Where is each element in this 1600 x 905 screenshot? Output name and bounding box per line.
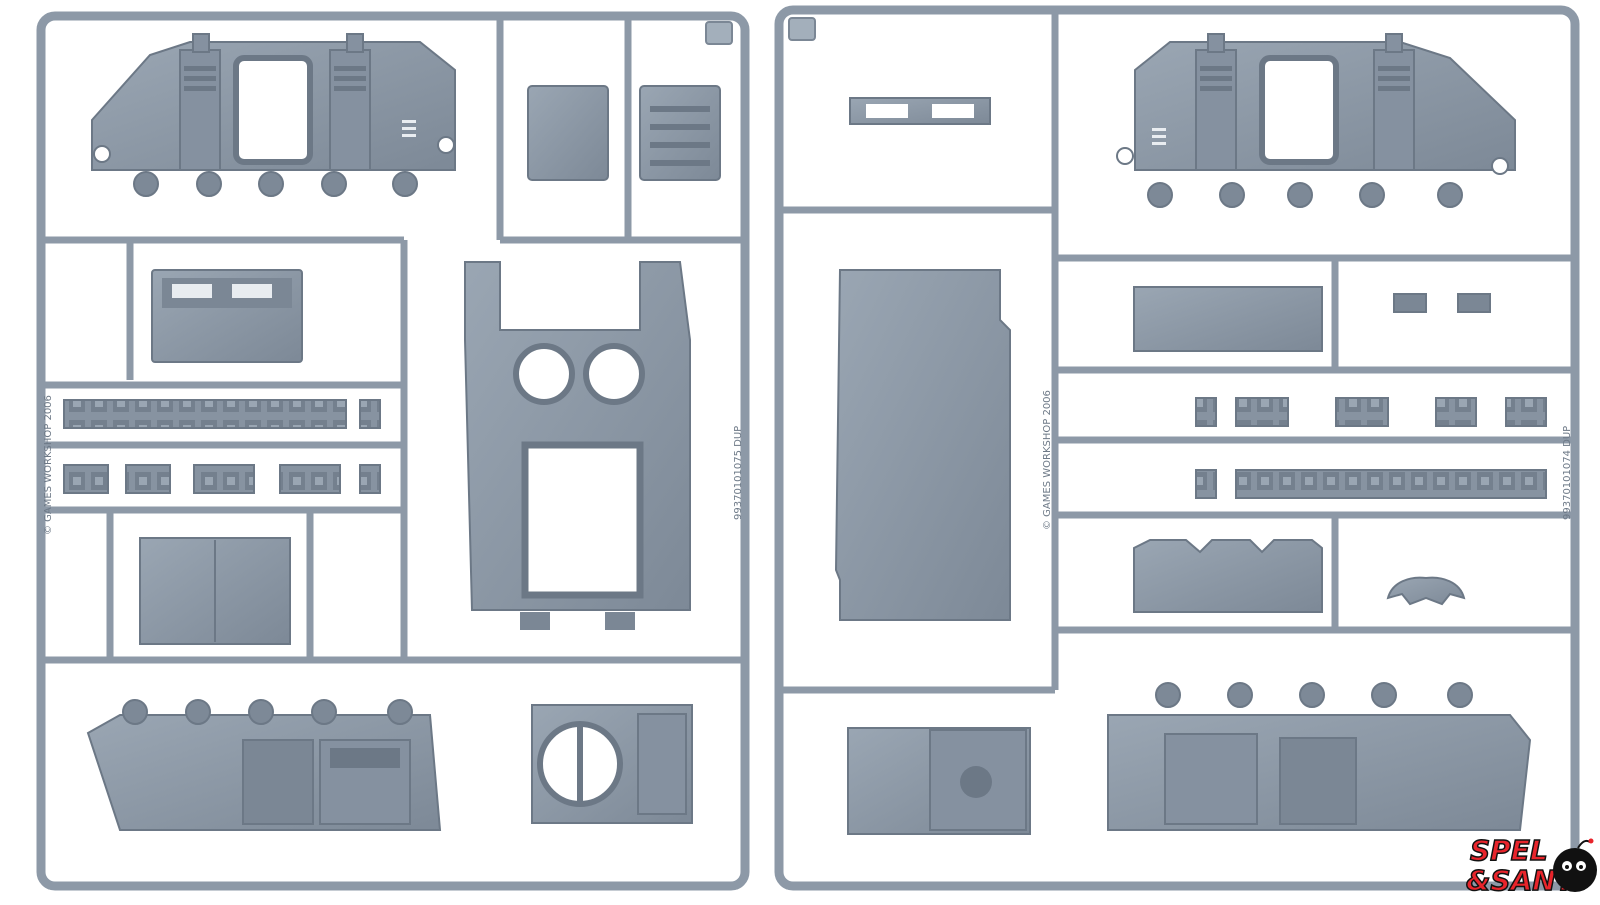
left-ramp-piece xyxy=(139,537,291,645)
right-copyright-text: © GAMES WORKSHOP 2006 xyxy=(1042,390,1053,530)
spel-sant-logo: SPEL &SANT xyxy=(1465,833,1597,898)
left-hatch-piece xyxy=(151,269,303,363)
bomb-mascot-icon xyxy=(1553,838,1597,892)
right-large-plate xyxy=(834,269,1011,621)
left-small-panels xyxy=(527,85,721,181)
left-copyright-text: © GAMES WORKSHOP 2006 xyxy=(43,395,54,535)
left-chassis-piece xyxy=(464,261,691,630)
right-hull-top xyxy=(1116,33,1516,208)
right-hull-bottom xyxy=(1107,682,1532,831)
right-mid-panel xyxy=(1133,286,1491,352)
right-emblem-piece xyxy=(1386,576,1466,606)
left-sprue-frame: © GAMES WORKSHOP 2006 99370101075 DUP xyxy=(36,11,750,891)
left-hull-top xyxy=(91,33,456,197)
left-code-text: 99370101075 DUP xyxy=(733,426,744,520)
logo-text-line1: SPEL xyxy=(1470,834,1548,867)
right-crenel-panel xyxy=(1133,539,1323,613)
right-track-strips xyxy=(1195,397,1547,499)
left-track-strips xyxy=(63,399,381,494)
right-console-piece xyxy=(847,727,1031,835)
left-round-panel xyxy=(531,704,693,824)
right-window-strip xyxy=(849,97,991,125)
right-sprue-frame: © GAMES WORKSHOP 2006 99370101074 DUP xyxy=(774,5,1580,891)
left-hull-bottom xyxy=(86,699,442,831)
right-code-text: 99370101074 DUP xyxy=(1562,426,1573,520)
